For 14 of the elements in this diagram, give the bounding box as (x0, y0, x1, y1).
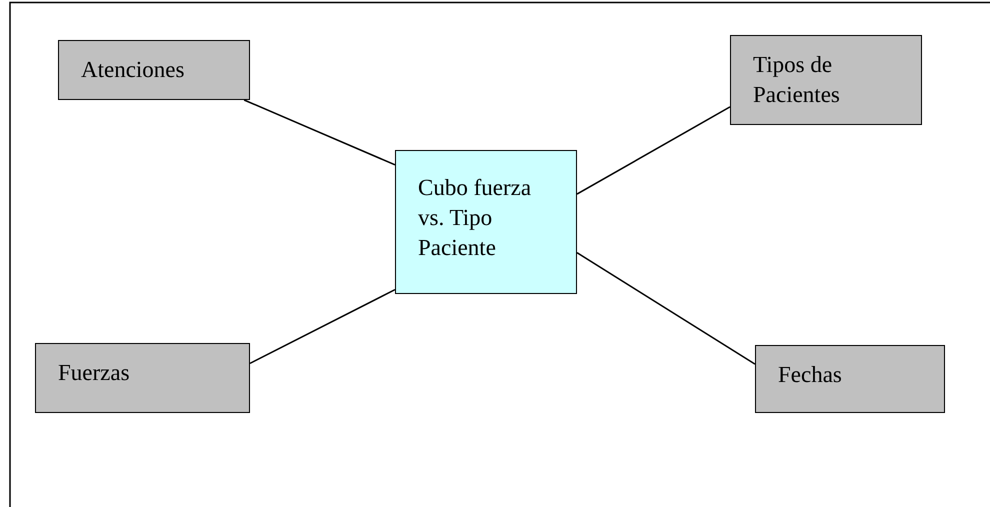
box-label: Fuerzas (58, 359, 131, 387)
concept-box (58, 40, 250, 100)
connector-line (244, 99, 396, 166)
connector-line (576, 252, 756, 365)
box-label: Fechas (778, 361, 843, 389)
connector-line (576, 106, 730, 195)
box-label: Atenciones (81, 56, 186, 84)
box-label: Tipos de Pacientes (753, 51, 841, 109)
concept-box (35, 343, 250, 413)
box-label: Cubo fuerza vs. Tipo Paciente (418, 174, 532, 262)
concept-box (755, 345, 945, 413)
concept-box (730, 35, 922, 125)
connector-line (250, 288, 396, 364)
concept-box (395, 150, 577, 294)
